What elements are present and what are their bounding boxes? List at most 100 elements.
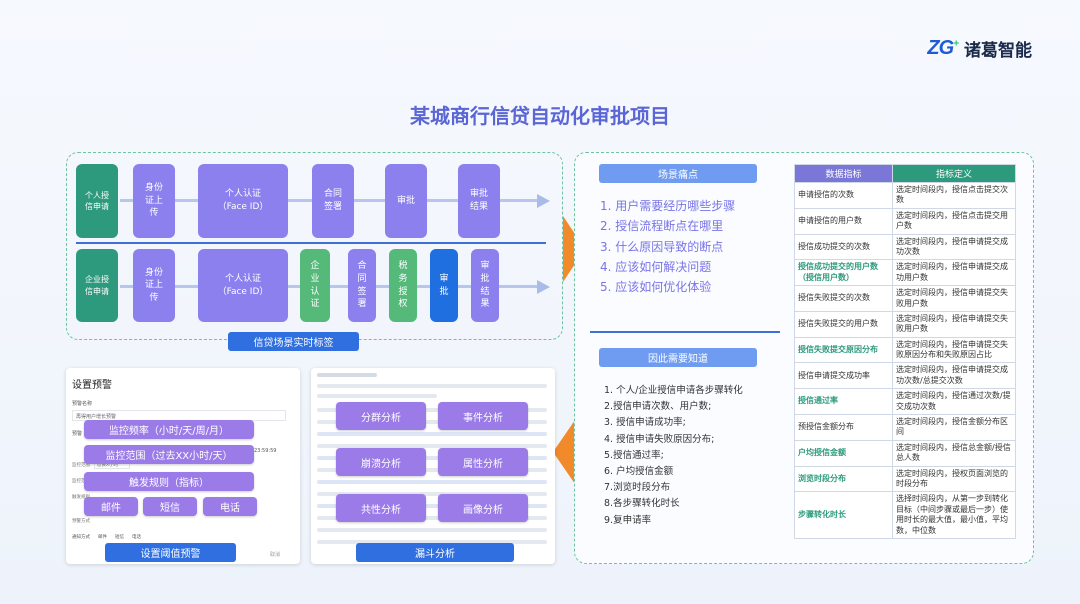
metrics-row: 授信失败提交的次数选定时间段内，授信申请提交失败用户数 <box>794 285 1016 312</box>
flow-arrow-head <box>537 280 550 294</box>
metric-name: 浏览时段分布 <box>794 465 893 493</box>
phone-button[interactable]: 电话 <box>203 497 257 516</box>
metric-definition: 选定时间段内，授信总金额/授信总人数 <box>892 439 1016 467</box>
metric-definition: 选定时间段内，授信点击提交用户数 <box>892 207 1016 235</box>
metrics-row: 户均授信金额选定时间段内，授信总金额/授信总人数 <box>794 439 1016 467</box>
row2-step: 企业认证 <box>300 249 330 322</box>
alert-rule-button[interactable]: 触发规则（指标） <box>84 472 254 491</box>
metrics-table: 数据指标 指标定义 申请授信的次数选定时间段内，授信点击提交次数申请授信的用户数… <box>794 164 1016 539</box>
alert-field-label: 预警名称 <box>72 401 93 407</box>
pain-item: 1. 用户需要经历哪些步骤 <box>600 199 736 213</box>
metric-definition: 选定时间段内，授信申请提交失败用户数 <box>892 310 1016 338</box>
event-analysis-button[interactable]: 事件分析 <box>438 402 528 430</box>
need-item: 2.授信申请次数、用户数; <box>604 401 712 413</box>
metric-definition: 选定时间段内，授信申请提交成功次数 <box>892 233 1016 261</box>
need-item: 3. 授信申请成功率; <box>604 417 686 429</box>
notify-option[interactable]: 邮件 <box>98 535 107 540</box>
alert-label: 监控范围 <box>72 479 90 484</box>
row2-step: 审批结果 <box>471 249 499 322</box>
metrics-header-name: 数据指标 <box>794 164 893 183</box>
metric-name: 申请授信的次数 <box>794 182 893 209</box>
alert-frequency-button[interactable]: 监控频率（小时/天/周/月） <box>84 420 254 439</box>
commonality-analysis-button[interactable]: 共性分析 <box>336 494 426 522</box>
metric-definition: 选定时间段内，授权页面浏览的时段分布 <box>892 465 1016 493</box>
alert-settings-screenshot: 设置预警 预警名称 再得用户增长预警 预警 监控范围 过去X小时 23:59:5… <box>66 368 300 564</box>
metric-name: 授信成功提交的次数 <box>794 233 893 261</box>
need-item: 8.各步骤转化时长 <box>604 498 680 510</box>
row2-step: 个人认证（Face ID） <box>198 249 288 322</box>
metric-definition: 选定时间段内，授信点击提交次数 <box>892 182 1016 209</box>
row2-label: 企业授信申请 <box>76 249 118 322</box>
metrics-row: 授信失败提交的用户数选定时间段内，授信申请提交失败用户数 <box>794 310 1016 338</box>
metric-definition: 选定时间段内，授信申请提交失败用户数 <box>892 285 1016 312</box>
email-button[interactable]: 邮件 <box>84 497 138 516</box>
metrics-row: 申请授信的次数选定时间段内，授信点击提交次数 <box>794 182 1016 209</box>
pain-header: 场景痛点 <box>599 164 757 183</box>
row2-step: 税务授权 <box>389 249 417 322</box>
brand-name: 诸葛智能 <box>964 41 1032 61</box>
metrics-row: 预授信金额分布选定时间段内，授信金额分布区间 <box>794 414 1016 441</box>
need-list: 1. 个人/企业授信申请各步骤转化 2.授信申请次数、用户数; 3. 授信申请成… <box>604 383 743 529</box>
brand-logo: ZG+ 诸葛智能 <box>927 36 1032 61</box>
row1-step: 身份证上传 <box>133 164 175 238</box>
pain-item: 4. 应该如何解决问题 <box>600 259 712 274</box>
metrics-row: 申请授信的用户数选定时间段内，授信点击提交用户数 <box>794 207 1016 235</box>
alert-field-label: 预警 <box>72 431 83 437</box>
alert-title: 设置预警 <box>72 380 112 391</box>
metric-name: 授信失败提交的用户数 <box>794 310 893 338</box>
need-item: 7.浏览时段分布 <box>604 482 671 494</box>
page-title: 某城商行信贷自动化审批项目 <box>410 104 670 128</box>
notify-option[interactable]: 短信 <box>115 535 124 540</box>
metric-name: 授信失败提交的次数 <box>794 285 893 312</box>
metric-name: 授信成功提交的用户数（授信用户数） <box>794 259 893 287</box>
crash-analysis-button[interactable]: 崩溃分析 <box>336 448 426 476</box>
flow-separator <box>76 242 546 244</box>
metric-name: 步骤转化时长 <box>794 491 893 539</box>
segment-analysis-button[interactable]: 分群分析 <box>336 402 426 430</box>
alert-range-label: 监控范围 <box>72 463 90 468</box>
alert-label: 触发规则 <box>72 495 90 500</box>
row2-step: 合同签署 <box>348 249 376 322</box>
need-header: 因此需要知道 <box>599 348 757 367</box>
portrait-analysis-button[interactable]: 画像分析 <box>438 494 528 522</box>
metric-definition: 选定时间段内，授信申请提交失败原因分布和失败原因占比 <box>892 336 1016 364</box>
row1-step: 审批 <box>385 164 427 238</box>
need-item: 5.授信通过率; <box>604 449 664 461</box>
metrics-row: 授信失败提交原因分布选定时间段内，授信申请提交失败原因分布和失败原因占比 <box>794 336 1016 364</box>
flow-arrow-line <box>120 285 540 288</box>
row2-step: 身份证上传 <box>133 249 175 322</box>
pain-item: 5. 应该如何优化体验 <box>600 280 712 295</box>
attribute-analysis-button[interactable]: 属性分析 <box>438 448 528 476</box>
row1-step: 合同签署 <box>312 164 354 238</box>
metric-name: 预授信金额分布 <box>794 414 893 441</box>
metrics-row: 授信申请提交成功率选定时间段内，授信申请提交成功次数/总提交次数 <box>794 362 1016 390</box>
metric-definition: 选定时间段内，授信申请提交成功次数/总提交次数 <box>892 362 1016 390</box>
row2-step: 审批 <box>430 249 458 322</box>
threshold-alert-tag: 设置阈值预警 <box>105 543 236 562</box>
metric-definition: 选定时间段内，授信通过次数/提交成功次数 <box>892 388 1016 416</box>
alert-label: 预警方式 <box>72 519 90 524</box>
metrics-row: 授信成功提交的次数选定时间段内，授信申请提交成功次数 <box>794 233 1016 261</box>
brand-mark: ZG+ <box>927 37 959 59</box>
alert-range-button[interactable]: 监控范围（过去XX小时/天） <box>84 445 254 464</box>
pain-item: 3. 什么原因导致的断点 <box>600 239 724 254</box>
metric-definition: 选定时间段内，授信金额分布区间 <box>892 414 1016 441</box>
need-item: 1. 个人/企业授信申请各步骤转化 <box>604 385 743 396</box>
metric-name: 授信通过率 <box>794 388 893 416</box>
realtime-tag: 信贷场景实时标签 <box>228 332 359 351</box>
sms-button[interactable]: 短信 <box>143 497 197 516</box>
divider <box>590 331 780 333</box>
need-item: 6. 户均授信金额 <box>604 466 674 478</box>
cancel-button[interactable]: 取消 <box>270 552 281 558</box>
pain-item: 2. 授信流程断点在哪里 <box>600 219 724 234</box>
metric-name: 户均授信金额 <box>794 439 893 467</box>
row1-label: 个人授信申请 <box>76 164 118 238</box>
flow-arrow-head <box>537 194 550 208</box>
metric-name: 授信失败提交原因分布 <box>794 336 893 364</box>
connector-arrow-icon <box>553 420 575 484</box>
alert-notify-row: 通知方式 邮件 短信 电话 <box>72 534 141 540</box>
metric-definition: 选择时间段内，从第一步到转化目标（中间步骤或最后一步）使用时长的最大值，最小值，… <box>892 491 1016 539</box>
metrics-row: 浏览时段分布选定时间段内，授权页面浏览的时段分布 <box>794 465 1016 493</box>
notify-option[interactable]: 电话 <box>132 535 141 540</box>
metric-name: 申请授信的用户数 <box>794 207 893 235</box>
